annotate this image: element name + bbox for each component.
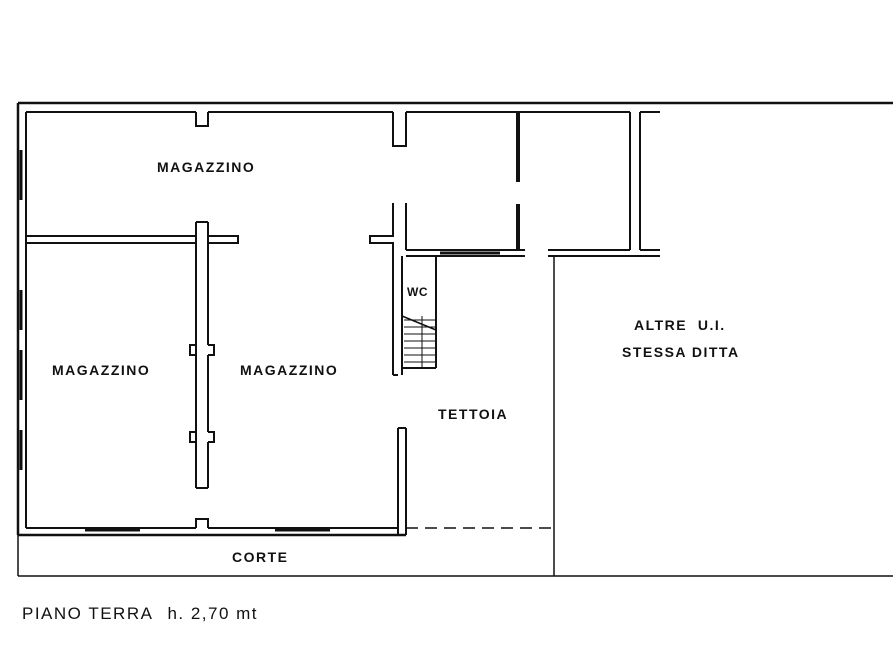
floor-height: h. 2,70 mt	[167, 604, 259, 623]
room-label-stessa-ditta: STESSA DITTA	[622, 344, 740, 360]
walls	[16, 101, 893, 577]
floor-name: PIANO TERRA	[22, 604, 154, 623]
plan-caption: PIANO TERRA h. 2,70 mt	[22, 604, 272, 624]
room-labels: MAGAZZINO MAGAZZINO MAGAZZINO WC TETTOIA…	[52, 159, 740, 565]
room-label-magazzino-left: MAGAZZINO	[52, 362, 150, 378]
room-label-magazzino-center: MAGAZZINO	[240, 362, 338, 378]
room-label-tettoia: TETTOIA	[438, 406, 508, 422]
room-label-corte: CORTE	[232, 549, 289, 565]
room-label-wc: WC	[407, 285, 428, 299]
room-label-magazzino-top: MAGAZZINO	[157, 159, 255, 175]
room-label-altre-ui: ALTRE U.I.	[634, 317, 726, 333]
